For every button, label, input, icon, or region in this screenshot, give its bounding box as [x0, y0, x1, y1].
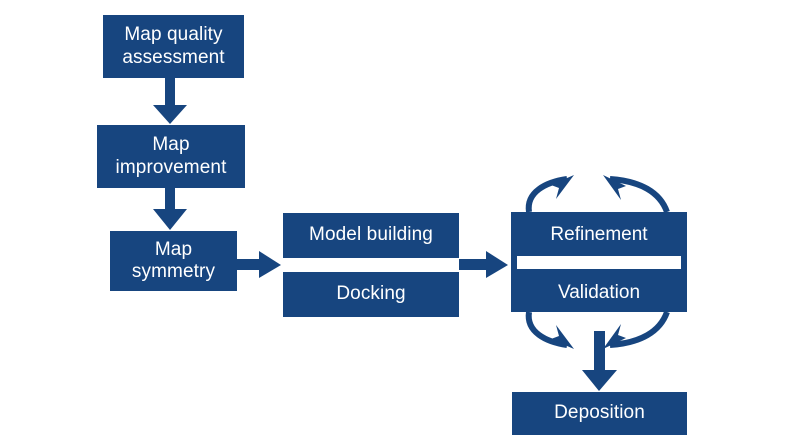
node-label: Map improvement [115, 134, 227, 178]
node-map-symmetry[interactable]: Map symmetry [110, 231, 237, 291]
node-validation[interactable]: Validation [511, 282, 687, 304]
node-label: Map quality assessment [122, 24, 225, 68]
node-label: Docking [336, 283, 406, 305]
connector-quality-to-improvement [153, 78, 187, 124]
connector-cycle-bottom [525, 310, 670, 348]
node-docking[interactable]: Docking [283, 272, 459, 317]
connector-improvement-to-symmetry [153, 188, 187, 230]
node-label: Refinement [550, 224, 648, 245]
connector-symmetry-to-building [237, 251, 281, 278]
node-map-improvement[interactable]: Map improvement [97, 125, 245, 188]
node-label: Validation [557, 282, 641, 303]
node-label: Map symmetry [131, 238, 216, 282]
node-refinement[interactable]: Refinement [511, 224, 687, 246]
node-label: Deposition [554, 402, 645, 424]
node-map-quality-assessment[interactable]: Map quality assessment [103, 15, 244, 78]
connector-validation-to-deposition [582, 331, 617, 391]
node-deposition[interactable]: Deposition [512, 392, 687, 435]
connector-cycle-top-arrowheads [551, 175, 626, 200]
node-model-building[interactable]: Model building [283, 213, 459, 258]
connector-cycle-top [525, 176, 670, 214]
connector-building-to-refinement [459, 251, 508, 278]
connector-cycle-bottom-arrowheads [551, 324, 626, 349]
stack-separator-stripe [516, 255, 682, 270]
node-label: Model building [309, 224, 433, 246]
node-refinement-validation-stack[interactable]: Refinement Validation [511, 212, 687, 312]
